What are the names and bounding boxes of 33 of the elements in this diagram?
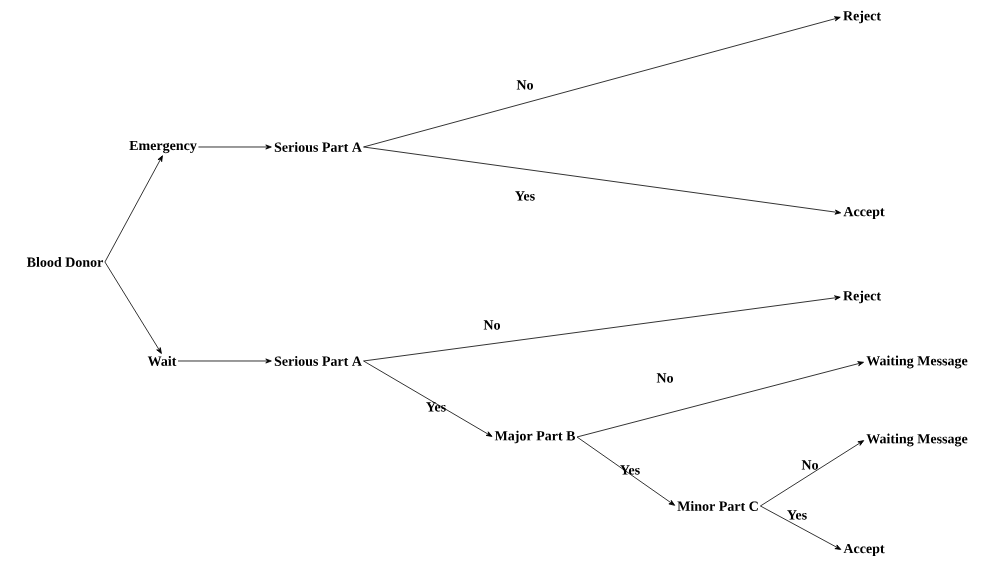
arrow: [198, 144, 272, 150]
node-label: Emergency: [129, 140, 197, 154]
edge-label: No: [801, 460, 818, 470]
edge-label: Yes: [620, 465, 640, 475]
arrow: [576, 361, 864, 438]
node-label: Serious Part A: [274, 142, 362, 152]
node-label: Major Part B: [494, 430, 576, 444]
node-label: Serious Part A: [274, 356, 362, 366]
arrow: [104, 155, 163, 263]
node-label: Reject: [843, 10, 881, 24]
node-label: Minor Part C: [677, 501, 758, 511]
arrow: [363, 146, 842, 215]
node-label: Wait: [147, 356, 177, 366]
arrow: [576, 436, 676, 506]
node-label: Reject: [843, 290, 881, 304]
edge-label: No: [516, 80, 533, 90]
arrow: [363, 295, 841, 362]
arrow: [363, 16, 841, 148]
edge-label: No: [483, 320, 500, 330]
arrow: [760, 505, 842, 550]
node-label: Accept: [843, 543, 885, 557]
node-label: Waiting Message: [866, 355, 968, 369]
arrow: [760, 440, 865, 507]
arrow: [104, 261, 162, 354]
edge-label: Yes: [787, 510, 807, 520]
node-label: Accept: [843, 206, 885, 220]
arrow: [363, 360, 493, 437]
edge-label: No: [656, 373, 673, 383]
node-label: Waiting Message: [866, 433, 968, 447]
edge-label: Yes: [515, 191, 535, 201]
edge-label: Yes: [426, 402, 446, 412]
node-label: Blood Donor: [26, 257, 103, 267]
arrow: [177, 358, 272, 364]
